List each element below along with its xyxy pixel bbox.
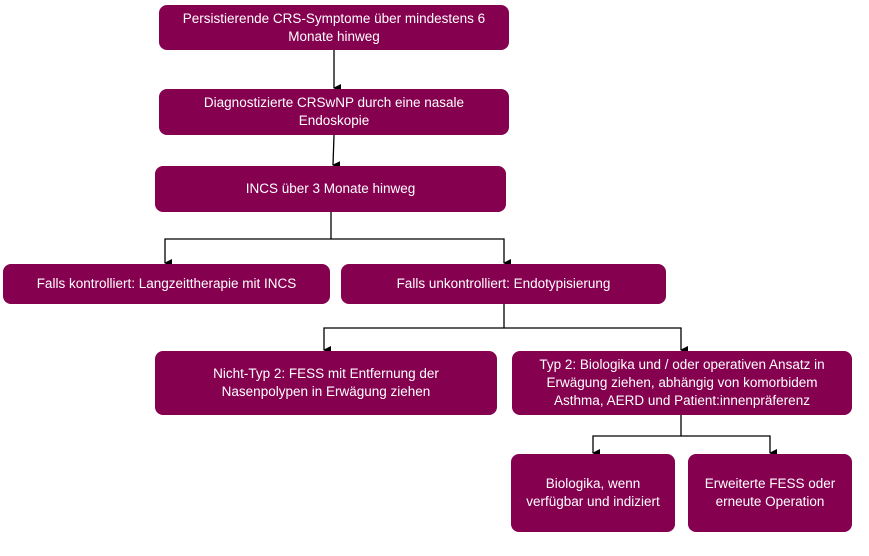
node-extended-fess: Erweiterte FESS oder erneute Operation bbox=[688, 454, 852, 532]
node-incs-3-months: INCS über 3 Monate hinweg bbox=[155, 166, 506, 212]
edge-n5-n7 bbox=[504, 327, 688, 354]
node-uncontrolled: Falls unkontrolliert: Endotypisierung bbox=[341, 264, 666, 304]
node-type2: Typ 2: Biologika und / oder operativen A… bbox=[512, 351, 852, 415]
node-biologics: Biologika, wenn verfügbar und indiziert bbox=[511, 454, 675, 532]
edge-n2-n3 bbox=[332, 134, 341, 170]
edge-n3-n5 bbox=[331, 238, 511, 267]
node-non-type2: Nicht-Typ 2: FESS mit Entfernung der Nas… bbox=[155, 351, 497, 415]
node-controlled: Falls kontrolliert: Langzeittherapie mit… bbox=[3, 264, 330, 304]
node-diagnosis-endoscopy: Diagnostizierte CRSwNP durch eine nasale… bbox=[159, 89, 509, 135]
node-crs-symptoms: Persistierende CRS-Symptome über mindest… bbox=[159, 5, 509, 50]
edge-n3-n4 bbox=[164, 238, 331, 267]
edge-n7-n8 bbox=[592, 435, 681, 457]
edge-n5-n6 bbox=[323, 327, 504, 354]
edge-n7-n9 bbox=[681, 435, 777, 457]
